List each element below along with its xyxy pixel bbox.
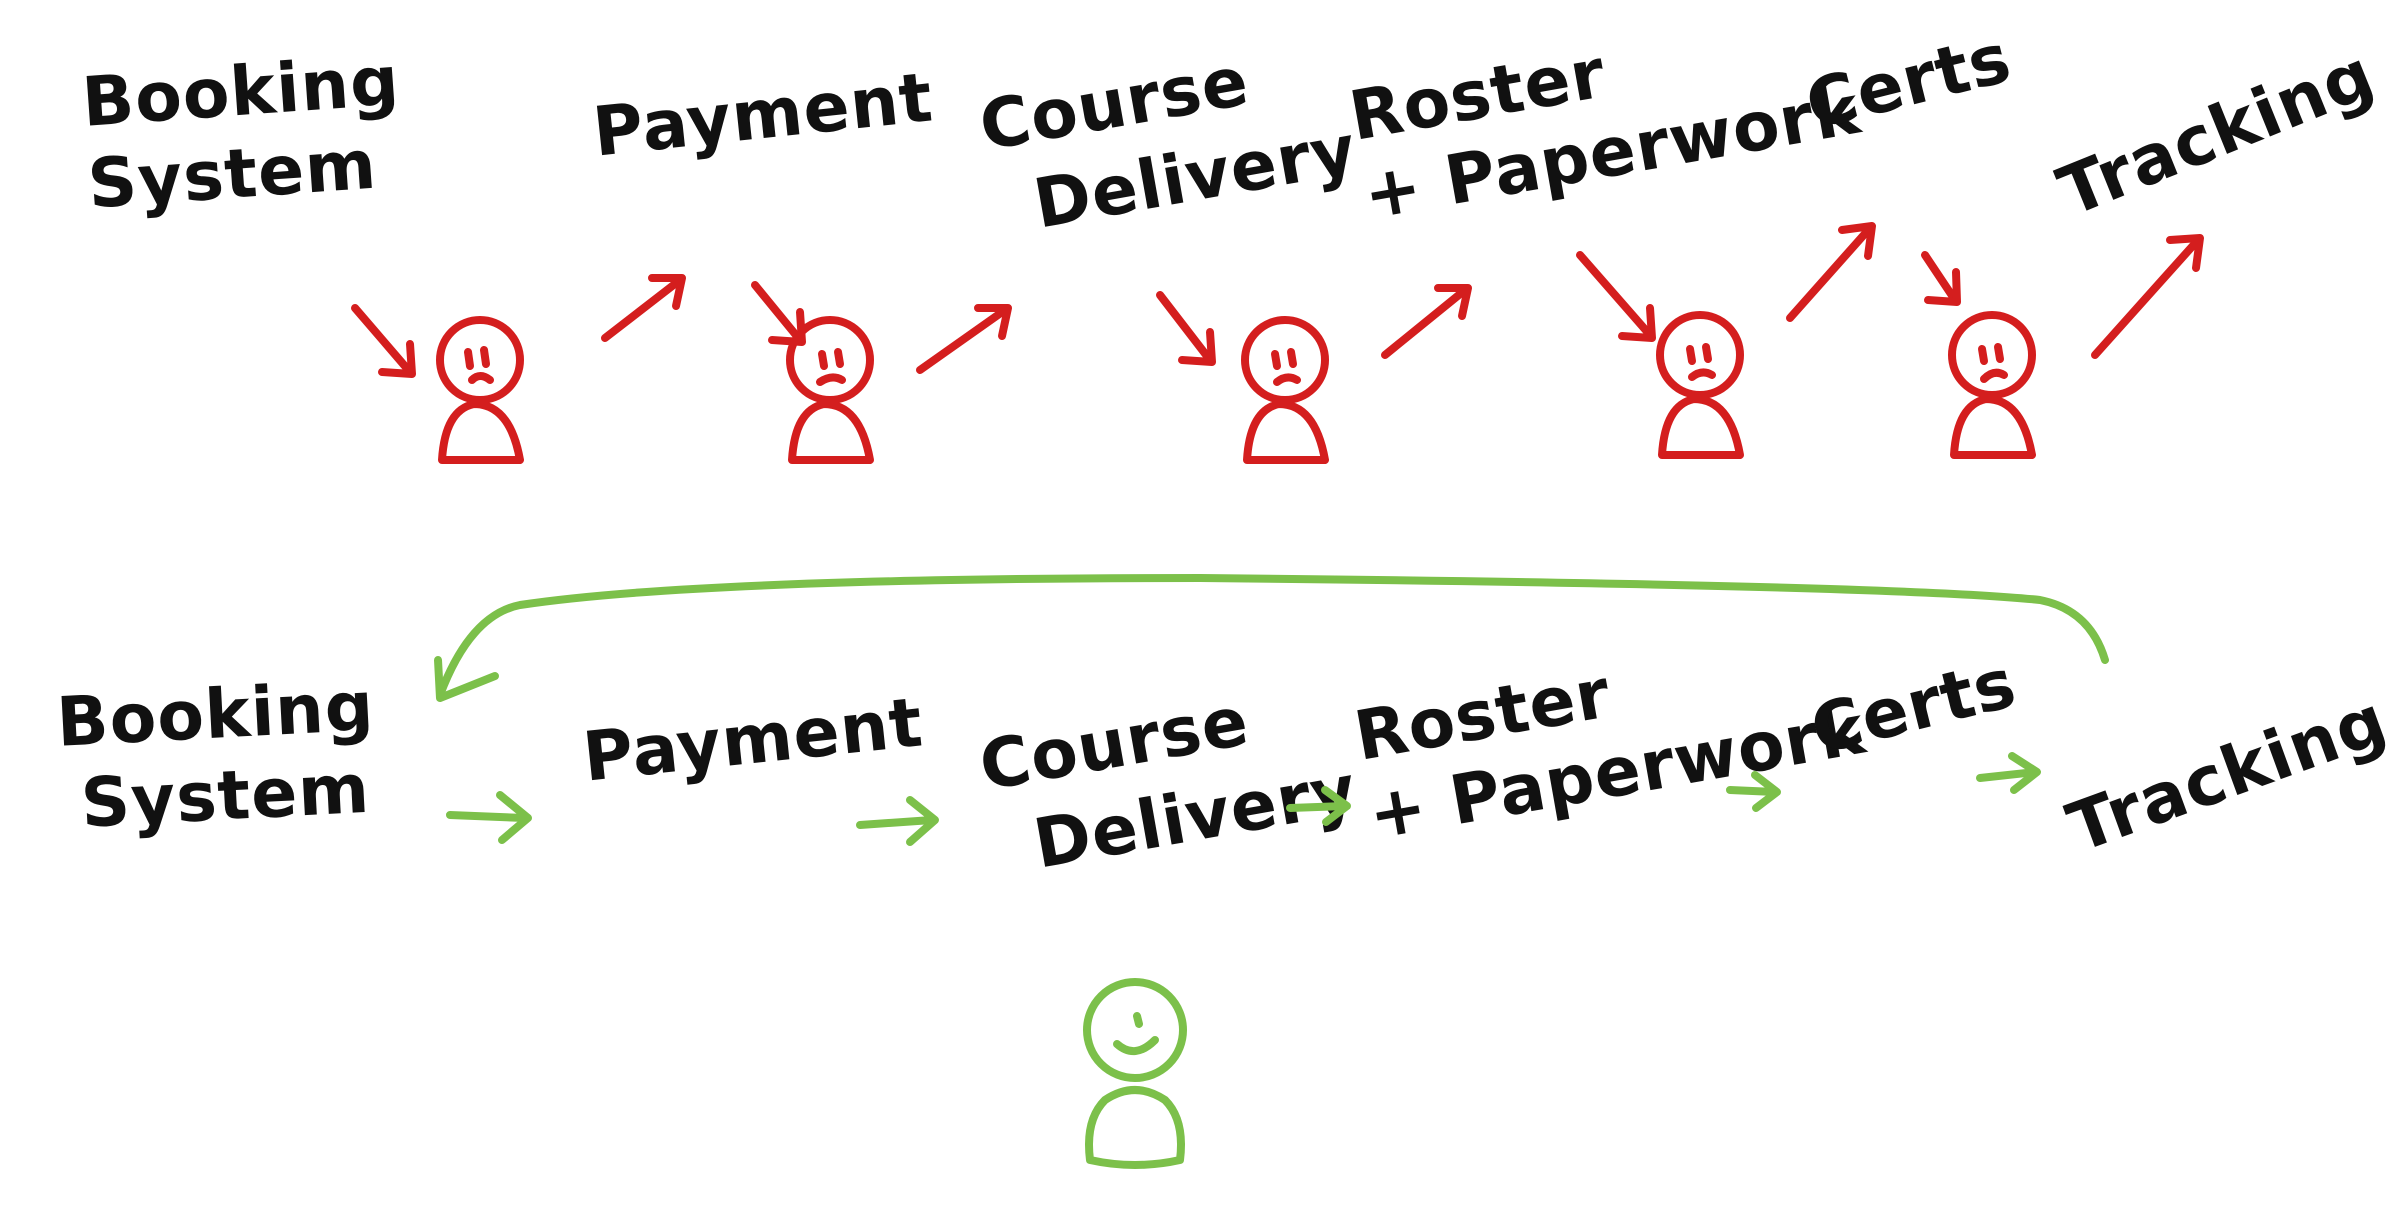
sad-person-icon bbox=[1245, 320, 1325, 460]
arrow-icon bbox=[1290, 790, 1347, 822]
arrow-icon bbox=[1790, 226, 1872, 318]
arrow-icon bbox=[450, 795, 528, 840]
arrow-icon bbox=[920, 308, 1008, 370]
sad-person-icon bbox=[1952, 315, 2032, 455]
arrow-icon bbox=[1925, 255, 1957, 302]
top-sad-people bbox=[440, 315, 2032, 460]
arrow-icon bbox=[1980, 756, 2037, 790]
arrow-icon bbox=[605, 278, 682, 338]
bottom-green-arrows bbox=[450, 756, 2037, 842]
loop-back-arrow-icon bbox=[438, 578, 2105, 698]
arrow-icon bbox=[355, 308, 412, 374]
arrow-icon bbox=[1580, 255, 1652, 338]
sad-person-icon bbox=[440, 320, 520, 460]
sad-person-icon bbox=[1660, 315, 1740, 455]
arrow-icon bbox=[1160, 295, 1212, 362]
arrow-icon bbox=[860, 800, 935, 842]
arrow-icon bbox=[2095, 238, 2200, 355]
arrow-icon bbox=[1730, 775, 1777, 808]
happy-person-icon bbox=[1087, 982, 1183, 1165]
arrow-icon bbox=[1385, 288, 1468, 355]
